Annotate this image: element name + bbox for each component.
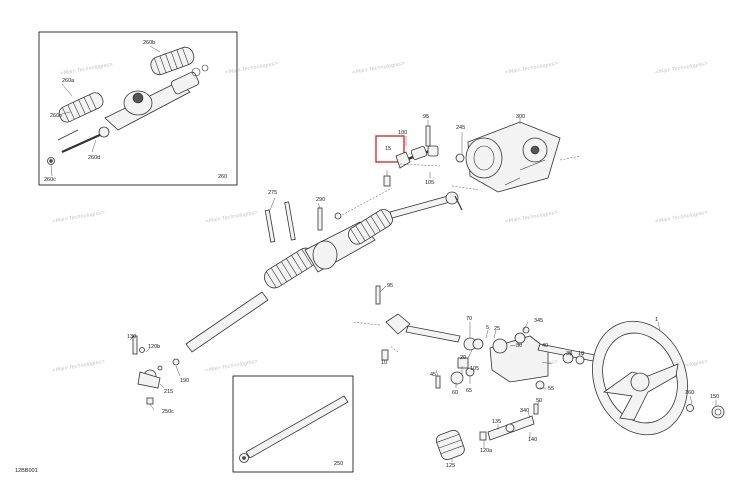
callout-40: 40: [542, 343, 548, 349]
callout-120b: 125: [446, 463, 455, 469]
power-steering-motor-300: 300 245: [455, 114, 561, 193]
callout-70: 70: [466, 316, 472, 322]
watermark: <Main Technologies>: [224, 61, 278, 76]
watermark: <Main Technologies>: [504, 61, 558, 76]
callout-25: 25: [494, 326, 500, 332]
boot-260b: [150, 46, 195, 76]
intermediate-shaft: 95 10: [375, 283, 461, 366]
callout-105a: 105: [425, 180, 434, 186]
callout-15: 15: [385, 146, 391, 152]
callout-340: 55: [548, 386, 554, 392]
figure-code: 12BB001: [15, 468, 38, 474]
universal-joint-upper: 15 95 100 105: [375, 114, 439, 187]
callout-60: 105: [470, 366, 479, 372]
callout-275: 275: [268, 190, 277, 196]
callout-250c: 190: [180, 378, 189, 384]
bolt-105b: [381, 349, 389, 361]
inset-260: 260b 260a 260e 260d 260c 260: [38, 31, 238, 186]
callout-130: 120a: [480, 448, 493, 454]
callout-125: 135: [492, 419, 501, 425]
watermark: <Main Technologies>: [504, 210, 558, 225]
boot-260a: [58, 92, 104, 123]
steering-rack: 275 290: [185, 190, 463, 353]
outer-tie-rod-left: 130 120b 190 215 250c: [127, 334, 189, 415]
steering-wheel: 1 160 150: [592, 317, 725, 436]
steering-column: 70 345 5 25 30 40 35 25 10 35 20 105 45 …: [430, 316, 601, 396]
callout-160: 160: [685, 390, 694, 396]
inset-rack-body: [104, 64, 209, 131]
callout-190: 130: [127, 334, 136, 340]
callout-140: 50: [536, 398, 542, 404]
callout-135: 340: [520, 408, 529, 414]
watermark: <Main Technologies>: [351, 61, 405, 76]
callout-100: 100: [398, 130, 407, 136]
watermark: <Main Technologies>: [654, 210, 708, 225]
callout-5: 5: [486, 325, 489, 331]
callout-260c: 260c: [44, 177, 56, 183]
bolt-105a: [383, 175, 391, 187]
column-lower-parts: 50 340 140 135 120a 125: [435, 398, 542, 469]
bolt-275b: [284, 201, 296, 241]
callout-95a: 95: [423, 114, 429, 120]
bolt-245: [455, 153, 465, 163]
callout-105b: 10: [381, 360, 387, 366]
callout-250: 250: [334, 461, 343, 467]
callout-250b: 215: [164, 389, 173, 395]
callout-95b: 95: [387, 283, 393, 289]
bolt-190: [132, 335, 138, 355]
callout-1: 1: [655, 317, 658, 323]
callout-10b: 10: [578, 351, 584, 357]
callout-260e: 260e: [50, 113, 62, 119]
bolt-275a: [264, 209, 276, 243]
watermark: <Main Technologies>: [51, 210, 105, 225]
bolt-95b: [375, 285, 381, 305]
callout-35: 35: [566, 351, 572, 357]
watermark: <Main Technologies>: [51, 359, 105, 374]
callout-150: 150: [710, 394, 719, 400]
watermark: <Main Technologies>: [654, 61, 708, 76]
callout-300: 300: [516, 114, 525, 120]
callout-345: 345: [534, 318, 543, 324]
callout-260: 260: [218, 174, 227, 180]
callout-55: 60: [452, 390, 458, 396]
tie-rod-260d: [57, 126, 110, 154]
callout-215: 120b: [148, 344, 160, 350]
callout-120a: 140: [528, 437, 537, 443]
callout-245: 245: [456, 125, 465, 131]
highlight-box-15: [375, 135, 405, 163]
callout-290: 290: [316, 197, 325, 203]
inset-250: 250: [232, 375, 354, 473]
callout-260a: 260a: [62, 78, 75, 84]
watermark: <Main Technologies>: [204, 359, 258, 374]
watermark: <Main Technologies>: [204, 210, 258, 225]
callout-30: 30: [516, 343, 522, 349]
bolt-95a: [425, 125, 431, 147]
callout-260b: 260b: [143, 40, 155, 46]
watermark: <Main Technologies>: [59, 62, 113, 77]
callout-260d: 260d: [88, 155, 100, 161]
callout-45: 20: [460, 355, 466, 361]
callout-220: 250c: [162, 409, 174, 415]
bolt-290: [317, 207, 323, 231]
callout-50: 65: [466, 388, 472, 394]
callout-65: 45: [430, 372, 436, 378]
